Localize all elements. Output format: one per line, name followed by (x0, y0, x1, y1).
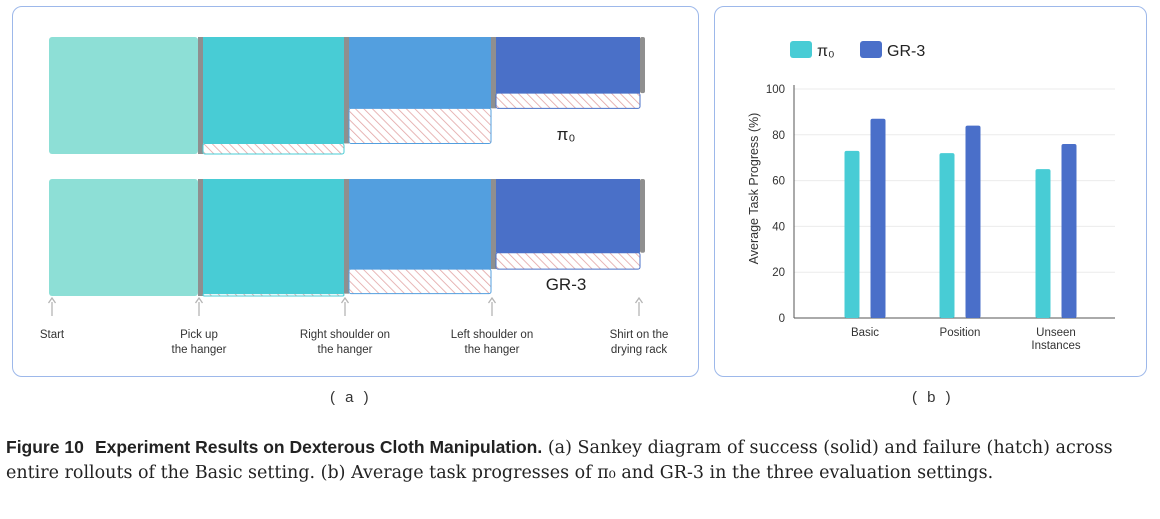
sankey-divider-1-4 (640, 179, 645, 253)
step-label: drying rack (611, 344, 667, 356)
sankey-failure-0-2 (348, 107, 492, 144)
figure-caption: Figure 10 Experiment Results on Dexterou… (6, 435, 1156, 486)
panel-label-b: ( b ) (912, 389, 954, 406)
bar-pi0-2 (1035, 169, 1051, 318)
step-label: the hanger (318, 344, 373, 356)
legend-label: GR-3 (887, 43, 925, 60)
sankey-divider-0-2 (344, 37, 349, 144)
sankey-success-0-2 (349, 37, 491, 109)
x-category-label: Position (940, 327, 981, 339)
caption-title: Experiment Results on Dexterous Cloth Ma… (94, 437, 543, 457)
y-tick-label: 0 (779, 313, 785, 325)
step-label: Pick up (180, 329, 218, 341)
sankey-failure-1-3 (495, 252, 641, 270)
y-tick-label: 80 (772, 130, 785, 142)
sankey-divider-1-1 (198, 179, 203, 296)
sankey-success-1-0 (49, 179, 198, 296)
sankey-failure-1-1 (202, 293, 345, 297)
sankey-divider-1-2 (344, 179, 349, 294)
step-arrow-head (340, 296, 350, 304)
sankey-divider-0-4 (640, 37, 645, 94)
bar-pi0-1 (939, 153, 955, 318)
sankey-model-label: π₀ (557, 125, 576, 144)
sankey-divider-0-3 (491, 37, 496, 109)
step-label: Start (40, 329, 65, 341)
step-arrow-head (634, 296, 644, 304)
sankey-success-1-2 (349, 179, 491, 270)
x-category-label: Basic (851, 327, 879, 339)
sankey-success-0-0 (49, 37, 198, 154)
step-label: the hanger (172, 344, 227, 356)
step-label: Right shoulder on (300, 329, 390, 341)
panel-label-a: ( a ) (330, 389, 372, 406)
y-tick-label: 100 (766, 84, 785, 96)
sankey-failure-1-2 (348, 268, 492, 295)
legend-swatch (790, 41, 812, 58)
y-tick-label: 60 (772, 176, 785, 188)
bar-gr3-2 (1061, 143, 1077, 318)
y-tick-label: 20 (772, 267, 785, 279)
step-label: Shirt on the (610, 329, 669, 341)
legend-swatch (860, 41, 882, 58)
sankey-success-1-1 (203, 179, 344, 294)
y-tick-label: 40 (772, 221, 785, 233)
sankey-success-1-3 (496, 179, 640, 253)
x-category-label: Unseen (1036, 327, 1076, 339)
legend-label: π₀ (817, 43, 835, 60)
step-arrow-head (194, 296, 204, 304)
caption-figure-number: Figure 10 (6, 437, 84, 457)
x-category-label: Instances (1031, 340, 1080, 352)
sankey-model-label: GR-3 (546, 275, 587, 294)
step-label: the hanger (465, 344, 520, 356)
sankey-divider-0-1 (198, 37, 203, 154)
bar-pi0-0 (844, 150, 860, 318)
step-arrow-head (47, 296, 57, 304)
bar-gr3-0 (870, 118, 886, 319)
caption-text: (a) Sankey diagram of success (solid) an… (6, 438, 1113, 483)
sankey-failure-0-3 (495, 92, 641, 109)
bar-gr3-1 (965, 125, 981, 318)
sankey-failure-0-1 (202, 142, 345, 155)
y-axis-title: Average Task Progress (%) (747, 113, 761, 265)
sankey-divider-1-3 (491, 179, 496, 270)
step-arrow-head (487, 296, 497, 304)
sankey-success-0-1 (203, 37, 344, 144)
sankey-success-0-3 (496, 37, 640, 94)
step-label: Left shoulder on (451, 329, 533, 341)
